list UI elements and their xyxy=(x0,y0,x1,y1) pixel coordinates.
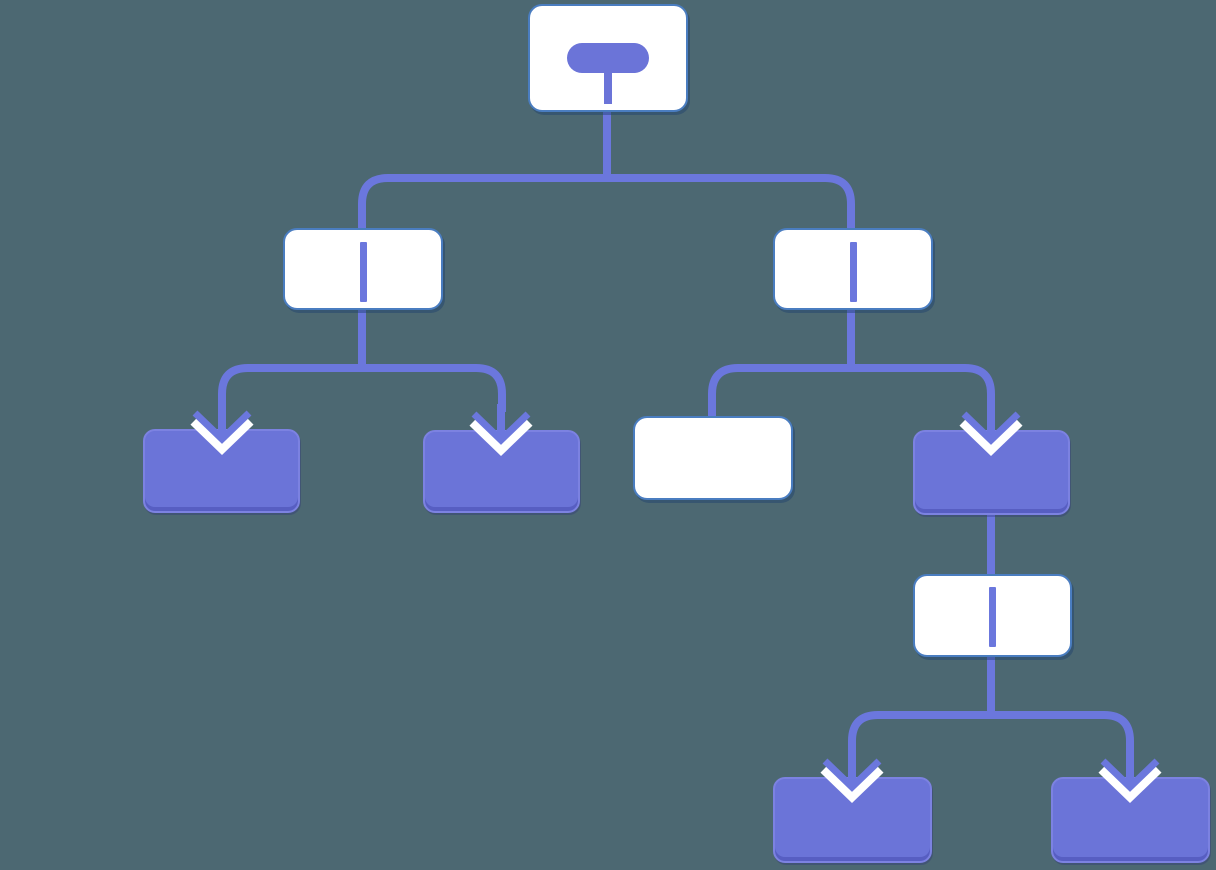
node-leaf-left-2[interactable] xyxy=(423,430,580,513)
connector-edge-bottom-split xyxy=(848,711,1134,760)
node-child-right-1[interactable] xyxy=(633,416,793,500)
connector-edge-right-split xyxy=(708,364,995,420)
divider-bar-icon xyxy=(359,242,367,302)
divider-bar-icon xyxy=(849,242,857,302)
connector-edge-spine-top xyxy=(358,174,855,232)
divider-bar-icon xyxy=(989,587,996,647)
node-root[interactable] xyxy=(528,4,688,112)
node-branch-right[interactable] xyxy=(773,228,933,310)
pill-stem-icon xyxy=(604,71,612,104)
pill-root-icon xyxy=(567,43,649,73)
node-leaf-right-1[interactable] xyxy=(913,430,1070,515)
node-leaf-bottom-2[interactable] xyxy=(1051,777,1210,863)
connector-edge-left-split xyxy=(218,364,506,412)
node-branch-mid[interactable] xyxy=(913,574,1072,657)
node-leaf-left-1[interactable] xyxy=(143,429,300,513)
node-branch-left[interactable] xyxy=(283,228,443,310)
node-leaf-bottom-1[interactable] xyxy=(773,777,932,863)
